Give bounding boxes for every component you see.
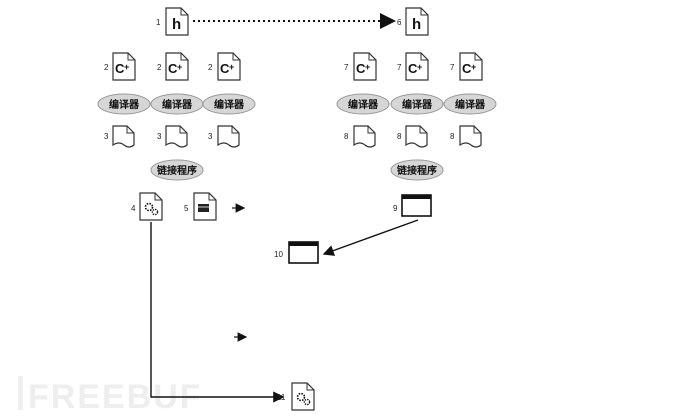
executable-file-11: 11	[277, 382, 315, 411]
source-glyph-right-2: C	[408, 61, 418, 76]
compiler-label-right-2: 编译器	[402, 98, 433, 111]
program-window-10: 10	[274, 241, 319, 264]
number-label-8a: 8	[344, 132, 349, 141]
number-label-2b: 2	[157, 63, 162, 72]
compiler-right-3: 编译器	[443, 93, 497, 115]
number-label-7a: 7	[344, 63, 349, 72]
compiler-label-left-2: 编译器	[162, 98, 193, 111]
number-label-3c: 3	[208, 132, 213, 141]
compiler-left-2: 编译器	[150, 93, 204, 115]
source-plus-left-3: +	[229, 62, 234, 72]
source-file-right-3: 7 C +	[450, 52, 483, 81]
compiler-left-1: 编译器	[97, 93, 151, 115]
source-glyph-left-1: C	[115, 61, 125, 76]
compiler-label-right-1: 编译器	[348, 98, 379, 111]
executable-file-4: 4	[131, 192, 163, 221]
executable-arrow	[150, 222, 285, 403]
number-label-8b: 8	[397, 132, 402, 141]
number-label-2c: 2	[208, 63, 213, 72]
object-file-right-3: 8	[450, 125, 482, 148]
linker-left: 链接程序	[150, 159, 204, 181]
source-glyph-right-1: C	[356, 61, 366, 76]
object-file-right-2: 8	[397, 125, 428, 148]
gear-icon-11	[296, 392, 306, 402]
program-window-9: 9	[393, 194, 432, 217]
number-label-8c: 8	[450, 132, 455, 141]
compiler-label-left-3: 编译器	[214, 98, 245, 111]
library-file-5: 5	[184, 192, 217, 221]
number-label-2a: 2	[104, 63, 109, 72]
gear-icon	[144, 202, 154, 212]
freebuf-watermark: FREEBUF	[18, 376, 201, 416]
source-file-left-3: 2 C +	[208, 52, 241, 81]
source-glyph-right-3: C	[462, 61, 472, 76]
header-file-glyph-6: h	[412, 16, 421, 33]
number-label-6: 6	[397, 18, 402, 27]
number-label-7b: 7	[397, 63, 402, 72]
source-file-right-1: 7 C +	[344, 52, 377, 81]
number-label-3b: 3	[157, 132, 162, 141]
window-arrow	[322, 219, 419, 256]
object-file-right-1: 8	[344, 125, 376, 148]
compiler-right-1: 编译器	[336, 93, 390, 115]
source-glyph-left-3: C	[220, 61, 230, 76]
header-file-6: 6 h	[397, 7, 429, 36]
number-label-10: 10	[274, 250, 283, 259]
source-file-left-2: 2 C +	[157, 52, 189, 81]
linker-right: 链接程序	[390, 159, 444, 181]
number-label-1: 1	[156, 18, 161, 27]
linker-label-right: 链接程序	[396, 164, 437, 177]
source-glyph-left-2: C	[168, 61, 178, 76]
library-icon	[198, 204, 209, 212]
header-file-1: 1 h	[156, 7, 189, 36]
source-plus-right-2: +	[417, 62, 422, 72]
source-file-right-2: 7 C +	[397, 52, 429, 81]
linker-label-left: 链接程序	[156, 164, 197, 177]
object-file-left-2: 3	[157, 125, 188, 148]
source-plus-left-2: +	[177, 62, 182, 72]
number-label-4: 4	[131, 204, 136, 213]
number-label-7c: 7	[450, 63, 455, 72]
number-label-9: 9	[393, 204, 398, 213]
source-plus-right-3: +	[471, 62, 476, 72]
compiler-right-2: 编译器	[390, 93, 444, 115]
number-label-5: 5	[184, 204, 189, 213]
source-file-left-1: 2 C +	[104, 52, 136, 81]
source-plus-left-1: +	[124, 62, 129, 72]
source-plus-right-1: +	[365, 62, 370, 72]
header-file-glyph-1: h	[172, 16, 181, 33]
object-file-left-1: 3	[104, 125, 135, 148]
number-label-3a: 3	[104, 132, 109, 141]
compiler-label-right-3: 编译器	[455, 98, 486, 111]
number-label-11: 11	[277, 393, 286, 402]
compiler-label-left-1: 编译器	[109, 98, 140, 111]
object-file-left-3: 3	[208, 125, 240, 148]
compiler-left-3: 编译器	[202, 93, 256, 115]
